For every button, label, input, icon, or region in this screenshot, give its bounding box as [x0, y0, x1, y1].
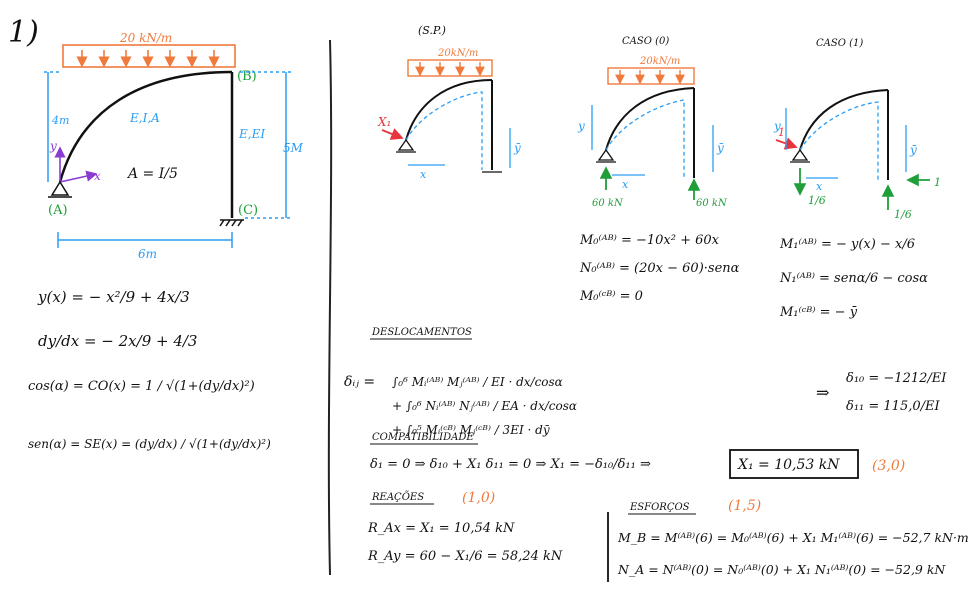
- reacoes-score: (1,0): [462, 490, 495, 506]
- case1-y: y: [773, 119, 781, 133]
- parabolic-arch: [58, 70, 233, 183]
- sp-load-label: 20kN/m: [437, 48, 478, 59]
- sp-x1-arrow: [381, 128, 404, 140]
- area-relation: A = I/5: [126, 166, 178, 182]
- eq-cos: cos(α) = CO(x) = 1 / √(1+(dy/dx)²): [28, 379, 255, 394]
- label-eia: E,I,A: [129, 111, 160, 125]
- case1-one: 1: [778, 126, 785, 139]
- pin-support-a: [48, 180, 72, 198]
- axis-y-label: y: [49, 139, 57, 153]
- eq-sen: sen(α) = SE(x) = (dy/dx) / √(1+(dy/dx)²): [28, 437, 271, 451]
- sp-load: [407, 59, 493, 77]
- moment-b: M_B = M⁽ᴬᴮ⁾(6) = M₀⁽ᴬᴮ⁾(6) + X₁ M₁⁽ᴬᴮ⁾(6…: [617, 530, 969, 545]
- sp-arch: [405, 79, 493, 141]
- label-4m: 4m: [51, 114, 69, 127]
- distributed-load: [62, 44, 236, 68]
- dim-5m: [240, 71, 292, 219]
- desloc-int1: ∫₀⁶ Mᵢ⁽ᴬᴮ⁾ Mⱼ⁽ᴬᴮ⁾ / EI · dx/cosα: [392, 375, 563, 389]
- normal-a: N_A = N⁽ᴬᴮ⁾(0) = N₀⁽ᴬᴮ⁾(0) + X₁ N₁⁽ᴬᴮ⁾(0…: [617, 562, 946, 577]
- case0-arch: [605, 87, 695, 151]
- label-5m: 5M: [283, 141, 304, 155]
- sp-x1-label: X₁: [377, 115, 391, 129]
- desloc-arrow: ⇒: [816, 383, 829, 402]
- eq-y: y(x) = − x²/9 + 4x/3: [37, 288, 190, 306]
- case1-reaction-left: 1/6: [808, 194, 826, 207]
- sp-pin-support: [396, 138, 416, 153]
- case0-n-ab: N₀⁽ᴬᴮ⁾ = (20x − 60)·senα: [579, 261, 740, 276]
- eq-dydx: dy/dx = − 2x/9 + 4/3: [38, 332, 197, 350]
- axis-x-label: x: [94, 169, 101, 183]
- sp-deformed: [405, 91, 483, 170]
- case1-ybar: ȳ: [909, 143, 917, 157]
- label-c: (C): [238, 203, 258, 218]
- result-box: [729, 449, 859, 479]
- case0-reaction-left: 60 kN: [592, 198, 624, 209]
- column-divider: [327, 39, 333, 576]
- reaction-ax: R_Ax = X₁ = 10,54 kN: [367, 521, 515, 536]
- esforcos-score: (1,5): [728, 498, 761, 514]
- compat-eq: δ₁ = 0 ⇒ δ₁₀ + X₁ δ₁₁ = 0 ⇒ X₁ = −δ₁₀/δ₁…: [370, 457, 651, 472]
- case0-title: CASO (0): [622, 36, 669, 47]
- case1-deformed: [799, 101, 879, 180]
- dim-6m: [57, 232, 233, 248]
- reaction-ay: R_Ay = 60 − X₁/6 = 58,24 kN: [367, 549, 563, 564]
- reacoes-heading: REAÇÕES: [371, 491, 424, 503]
- fixed-support-c: [219, 219, 244, 227]
- case1-m-ab: M₁⁽ᴬᴮ⁾ = − y(x) − x/6: [779, 237, 915, 252]
- case1-title: CASO (1): [816, 38, 863, 49]
- case0-reaction-right: 60 kN: [696, 198, 728, 209]
- problem-number: 1): [8, 15, 39, 50]
- case0-pin-support: [596, 148, 616, 163]
- case1-arch: [799, 89, 889, 151]
- case1-m-cb: M₁⁽ᶜᴮ⁾ = − ȳ: [779, 305, 858, 320]
- dim-4m: [44, 71, 60, 182]
- case0-m-ab: M₀⁽ᴬᴮ⁾ = −10x² + 60x: [579, 233, 720, 248]
- sp-title: (S.P.): [418, 24, 446, 37]
- case1-one-right: 1: [934, 176, 941, 189]
- x-axis-arrow: [59, 170, 98, 183]
- case0-ybar: ȳ: [716, 141, 724, 155]
- load-label: 20 kN/m: [119, 31, 172, 45]
- sp-x-label: x: [420, 168, 427, 181]
- case0-deformed: [605, 99, 685, 178]
- desloc-heading: DESLOCAMENTOS: [371, 327, 472, 338]
- compat-score: (3,0): [872, 458, 905, 474]
- case1-reaction-right: 1/6: [894, 208, 912, 221]
- delta-11: δ₁₁ = 115,0/EI: [846, 399, 940, 414]
- compat-heading: COMPATIBILIDADE: [372, 432, 474, 443]
- case1-n-ab: N₁⁽ᴬᴮ⁾ = senα/6 − cosα: [779, 271, 928, 286]
- label-6m: 6m: [138, 247, 157, 261]
- case1-x: x: [816, 180, 823, 193]
- case0-m-cb: M₀⁽ᶜᴮ⁾ = 0: [579, 289, 643, 304]
- sp-ybar: ȳ: [513, 141, 521, 155]
- esforcos-heading: ESFORÇOS: [629, 502, 690, 513]
- desloc-lhs: δᵢⱼ =: [344, 374, 375, 390]
- case0-load: [607, 67, 695, 85]
- case1-pin-support: [790, 148, 810, 163]
- label-ei: E,EI: [238, 127, 265, 141]
- case0-x: x: [622, 178, 629, 191]
- desloc-int2: + ∫₀⁶ Nᵢ⁽ᴬᴮ⁾ Nⱼ⁽ᴬᴮ⁾ / EA · dx/cosα: [392, 399, 577, 413]
- desloc-int3: + ∫₀⁵ Mᵢ⁽ᶜᴮ⁾ Mⱼ⁽ᶜᴮ⁾ / 3EI · dȳ: [392, 423, 550, 437]
- case0-y: y: [577, 119, 585, 133]
- case0-load-label: 20kN/m: [639, 56, 680, 67]
- delta-10: δ₁₀ = −1212/EI: [846, 371, 947, 386]
- label-a: (A): [48, 203, 68, 218]
- compat-result: X₁ = 10,53 kN: [737, 457, 840, 473]
